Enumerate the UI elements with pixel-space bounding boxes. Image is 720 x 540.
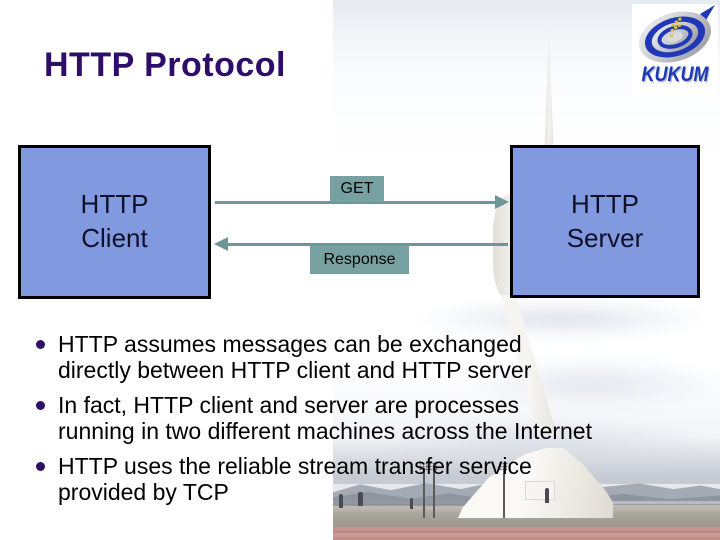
- photo-floodlight-icon: [499, 462, 508, 470]
- photo-cloud: [463, 358, 720, 410]
- photo-light-pole: [423, 468, 425, 518]
- photo-light-pole: [503, 468, 505, 518]
- photo-person: [339, 494, 343, 508]
- bullet-marker-icon: [36, 401, 45, 410]
- arrowhead-right-icon: [495, 195, 509, 209]
- photo-light-pole: [433, 468, 435, 518]
- response-label: Response: [310, 246, 409, 274]
- client-box-label: HTTP Client: [80, 189, 149, 253]
- slide-title: HTTP Protocol: [44, 46, 286, 84]
- bullet-text: In fact, HTTP client and server are proc…: [58, 392, 592, 444]
- bullet-list: HTTP assumes messages can be exchanged d…: [36, 331, 700, 514]
- photo-person: [410, 498, 413, 509]
- arrowhead-left-icon: [214, 237, 228, 251]
- photo-person: [545, 488, 549, 503]
- bullet-item: In fact, HTTP client and server are proc…: [36, 392, 700, 444]
- http-server-box: HTTP Server: [510, 145, 700, 298]
- kukum-logo-mark-icon: [639, 5, 715, 63]
- bullet-text: HTTP assumes messages can be exchanged d…: [58, 331, 532, 383]
- kukum-logo-text: KUKUM: [641, 61, 709, 86]
- bullet-item: HTTP uses the reliable stream transfer s…: [36, 453, 700, 505]
- bullet-text: HTTP uses the reliable stream transfer s…: [58, 453, 532, 505]
- photo-tower-spire: [544, 28, 554, 148]
- photo-floodlight-icon: [419, 462, 428, 470]
- photo-person: [358, 492, 363, 506]
- bullet-marker-icon: [36, 462, 45, 471]
- bullet-marker-icon: [36, 340, 45, 349]
- kukum-logo: KUKUM: [632, 4, 718, 96]
- get-arrow-line: [215, 201, 497, 204]
- http-client-box: HTTP Client: [18, 145, 211, 299]
- server-box-label: HTTP Server: [566, 188, 644, 253]
- photo-cloud: [413, 298, 713, 340]
- bullet-item: HTTP assumes messages can be exchanged d…: [36, 331, 700, 383]
- get-label: GET: [330, 176, 384, 202]
- photo-plaza-ground: [333, 527, 720, 540]
- photo-floodlight-icon: [429, 462, 438, 470]
- response-arrow-line: [228, 243, 508, 246]
